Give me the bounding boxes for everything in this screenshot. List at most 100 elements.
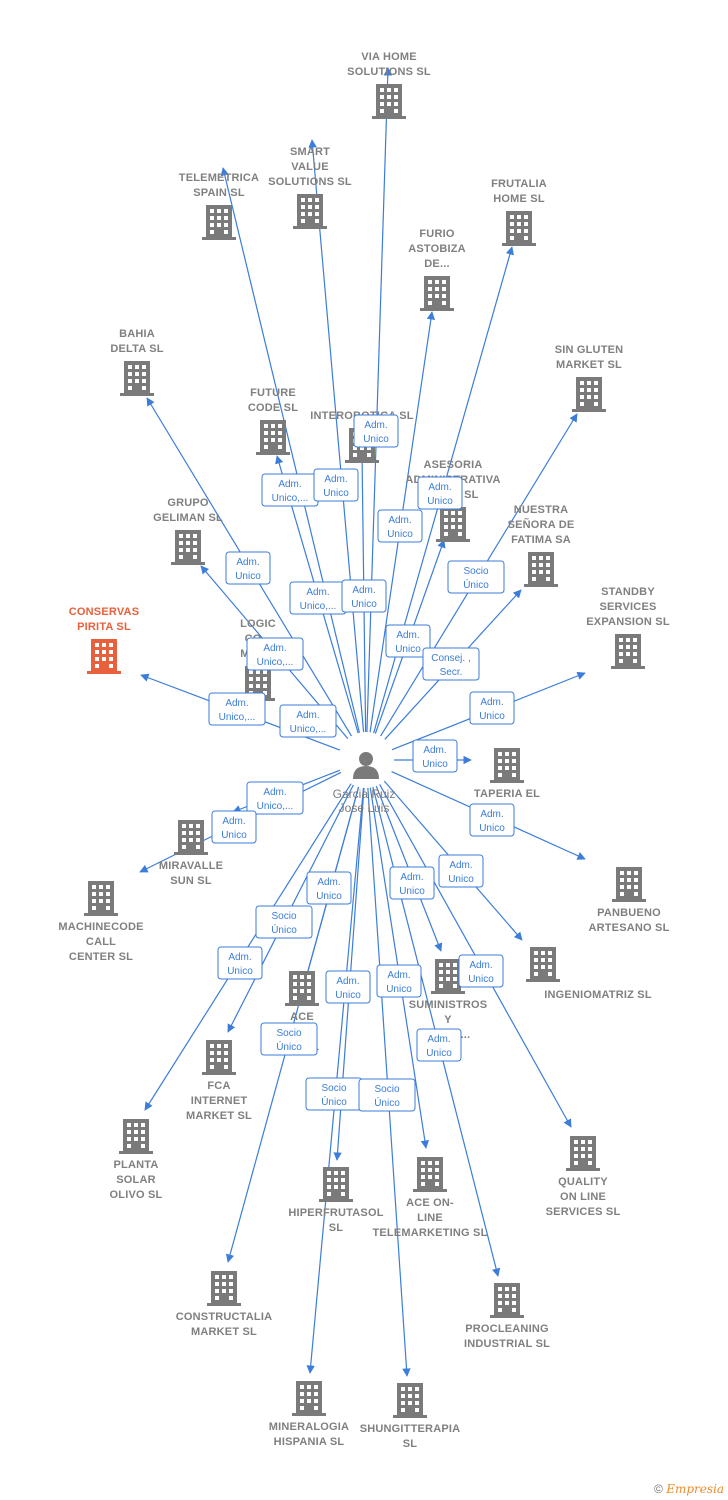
role-badge[interactable]: Adm.Unico [416, 1028, 462, 1062]
company-node-ingeniomatriz[interactable]: INGENIOMATRIZ SL [526, 947, 652, 1001]
brand-logo[interactable]: Empresia [666, 1482, 724, 1496]
company-label-taperia-0: TAPERIA EL [474, 788, 540, 800]
role-badge[interactable]: Adm.Unico [389, 866, 435, 900]
role-badge[interactable]: Adm.Unico [225, 551, 271, 585]
role-badge[interactable]: Adm.Unico [438, 854, 484, 888]
building-icon [611, 634, 645, 669]
role-badge[interactable]: Adm.Unico [217, 946, 263, 980]
role-badge[interactable]: Adm.Unico [412, 739, 458, 773]
role-badge[interactable]: Adm.Unico,... [208, 692, 266, 726]
role-badge[interactable]: Adm.Unico [376, 964, 422, 998]
role-badge-text: Adm. [222, 816, 245, 827]
company-node-mineralogia[interactable]: MINERALOGIA HISPANIA SL [269, 1381, 349, 1448]
role-badge-text: Unico,... [219, 712, 256, 723]
company-label-furio-2: DE... [424, 258, 449, 270]
company-node-bahia[interactable]: BAHIA DELTA SL [110, 328, 164, 396]
building-icon [202, 205, 236, 240]
company-label-quality-2: SERVICES SL [546, 1206, 621, 1218]
role-badge[interactable]: Adm.Unico [353, 414, 399, 448]
building-icon [207, 1271, 241, 1306]
company-label-machinecode-1: CALL [86, 936, 116, 948]
role-badge[interactable]: Adm.Unico,... [279, 704, 337, 738]
company-label-telemetrica-1: SPAIN SL [193, 187, 245, 199]
company-label-bahia-1: DELTA SL [110, 343, 163, 355]
building-icon [174, 820, 208, 855]
role-badge[interactable]: Adm.Unico [211, 810, 257, 844]
company-label-standby-0: STANDBY [601, 586, 655, 598]
role-badge[interactable]: Adm.Unico,... [261, 473, 319, 507]
role-badge-text: Unico [422, 759, 448, 770]
company-node-furio[interactable]: FURIOASTOBIZADE... [408, 228, 466, 311]
role-badge[interactable]: Adm.Unico [469, 691, 515, 725]
role-badge[interactable]: Adm.Unico [385, 624, 431, 658]
role-badge[interactable]: Adm.Unico,... [246, 781, 304, 815]
role-badge[interactable]: Adm.Unico [313, 468, 359, 502]
role-badge-text: Adm. [278, 479, 301, 490]
role-badge-text: Unico,... [290, 724, 327, 735]
company-label-procleaning-0: PROCLEANING [465, 1323, 548, 1335]
company-label-conservas-1: PIRITA SL [77, 621, 131, 633]
role-badge-text: Secr. [440, 667, 463, 678]
role-badge-text: Adm. [317, 877, 340, 888]
role-badge[interactable]: Adm.Unico,... [289, 581, 347, 615]
company-label-machinecode-2: CENTER SL [69, 951, 133, 963]
company-label-bahia-0: BAHIA [119, 328, 155, 340]
building-icon [171, 530, 205, 565]
role-badge[interactable]: Adm.Unico [458, 954, 504, 988]
role-badge-text: Adm. [306, 587, 329, 598]
role-badge-text: Adm. [228, 952, 251, 963]
company-label-asesoria-0: ASESORIA [423, 459, 482, 471]
role-badge[interactable]: Adm.Unico [341, 579, 387, 613]
role-badge-text: Único [374, 1096, 400, 1109]
role-badge[interactable]: Adm.Unico [377, 509, 423, 543]
role-badge[interactable]: Adm.Unico [469, 803, 515, 837]
role-badge-text: Unico [386, 984, 412, 995]
role-badge[interactable]: Adm.Unico [325, 970, 371, 1004]
building-icon [256, 420, 290, 455]
role-badge[interactable]: Adm.Unico [417, 476, 463, 510]
role-badge-text: Adm. [352, 585, 375, 596]
role-badge[interactable]: Consej. ,Secr. [422, 647, 480, 681]
company-label-grupo-geliman-0: GRUPO [167, 497, 209, 509]
company-label-miravalle-1: SUN SL [170, 875, 212, 887]
role-badge-text: Unico [316, 891, 342, 902]
role-badge[interactable]: Adm.Unico,... [246, 637, 304, 671]
company-label-constructalia-0: CONSTRUCTALIA [176, 1311, 273, 1323]
footer: © Empresia [654, 1482, 724, 1496]
company-label-mineralogia-0: MINERALOGIA [269, 1421, 349, 1433]
role-badge[interactable]: Adm. Unico [306, 871, 352, 905]
building-icon [572, 377, 606, 412]
company-label-mineralogia-1: HISPANIA SL [274, 1436, 345, 1448]
role-badge-text: Adm. [480, 697, 503, 708]
center-person-node[interactable]: Garcia Ruiz Jose Luis [333, 752, 396, 815]
building-icon [502, 211, 536, 246]
role-badge-text: Adm. [428, 482, 451, 493]
building-icon [490, 1283, 524, 1318]
